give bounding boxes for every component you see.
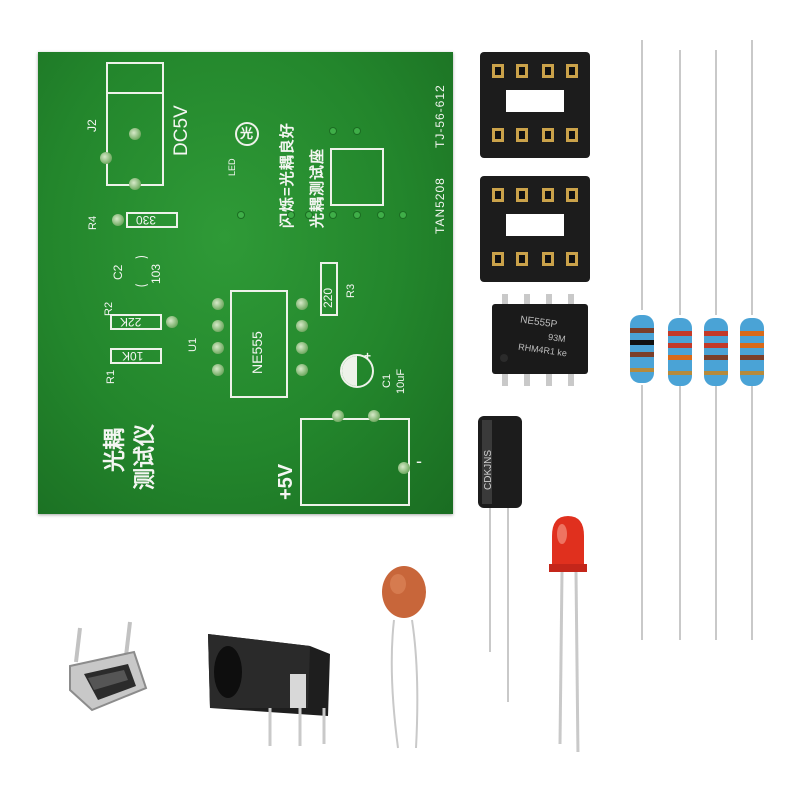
usb-connector-icon (69, 621, 148, 712)
dc5v-label: DC5V (171, 105, 192, 156)
ic-name: NE555 (249, 331, 265, 374)
ceramic-capacitor (382, 566, 426, 749)
led-circle (235, 122, 259, 146)
title-line2: 测试仪 (132, 423, 157, 490)
c1-symbol (340, 354, 374, 388)
note-line2: 光耦测试座 (309, 147, 326, 228)
r3-label: R3 (345, 283, 357, 298)
ic-socket-bottom (480, 176, 590, 282)
u1-label: U1 (187, 337, 199, 352)
resistors (630, 40, 764, 640)
electrolytic-capacitor (478, 416, 522, 702)
c2-symbol: ⁀‿ (136, 256, 148, 286)
r3-value: 220 (321, 287, 335, 308)
c1-label: C1 (381, 373, 393, 388)
ne555-chip (492, 294, 588, 386)
plus5v-label: +5V (275, 463, 297, 500)
power-terminal-outline (300, 418, 410, 506)
c1-plus: + (364, 349, 372, 363)
board-id: TJ-56-612 (433, 84, 447, 148)
title-line1: 光耦 (102, 427, 127, 472)
dc-jack-icon (208, 634, 330, 746)
c1-value: 10uF (395, 368, 407, 394)
r4-outline (126, 212, 178, 228)
ic-outline (230, 290, 288, 398)
cap-marking: CDKJNS (483, 449, 494, 490)
led-symbol: 光 (240, 126, 254, 141)
r3-outline (320, 262, 338, 316)
r1-value: 10K (122, 349, 144, 363)
red-led (549, 516, 587, 752)
r1-outline (110, 348, 162, 364)
model-code: TAN5208 (433, 177, 447, 234)
r2-value: 22K (120, 315, 142, 329)
led-label: LED (227, 158, 237, 176)
c2-value: 103 (149, 263, 163, 284)
r1-label: R1 (105, 369, 117, 384)
minus-label: - (416, 451, 422, 471)
r4-value: 330 (136, 213, 157, 227)
ic-socket-top (480, 52, 590, 158)
r4-label: R4 (87, 215, 99, 230)
r2-outline (110, 314, 162, 330)
c2-label: C2 (111, 264, 125, 280)
pcb-board: J2 DC5V 光 LED 闪烁=光耦良好 光耦测试座 TAN5208 TJ-5… (38, 52, 453, 514)
j2-inner (106, 62, 164, 94)
j2-label: J2 (85, 119, 99, 132)
opto-socket-outline (330, 148, 384, 206)
